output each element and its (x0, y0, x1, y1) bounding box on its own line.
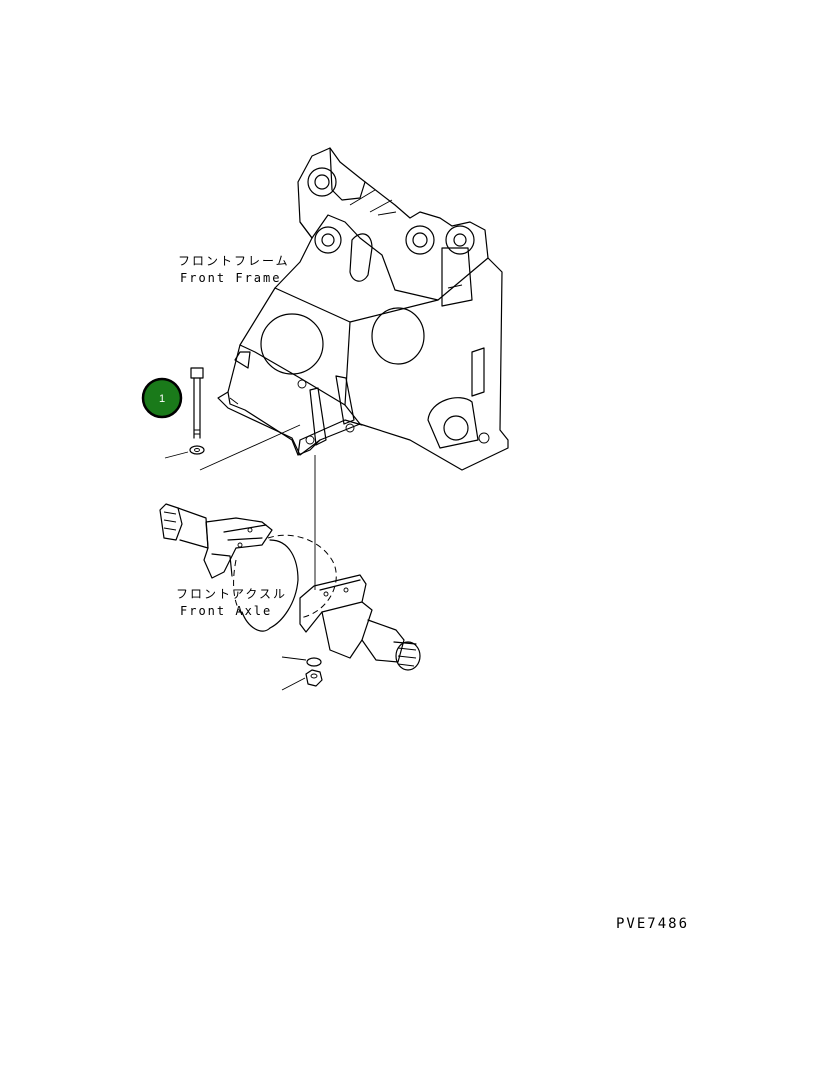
front-frame-drawing (217, 147, 509, 471)
front-frame-label-en: Front Frame (180, 271, 281, 285)
callout-1-number: 1 (159, 393, 165, 405)
bolt-drawing (164, 367, 301, 471)
front-frame-label-jp: フロントフレーム (178, 254, 290, 268)
callout-1[interactable]: 1 (141, 377, 183, 419)
front-axle-drawing (159, 503, 421, 691)
callout-1-circle (141, 377, 183, 419)
drawing-code: PVE7486 (616, 916, 689, 932)
front-axle-label-jp: フロントアクスル (176, 587, 287, 601)
front-axle-label-en: Front Axle (180, 604, 272, 618)
